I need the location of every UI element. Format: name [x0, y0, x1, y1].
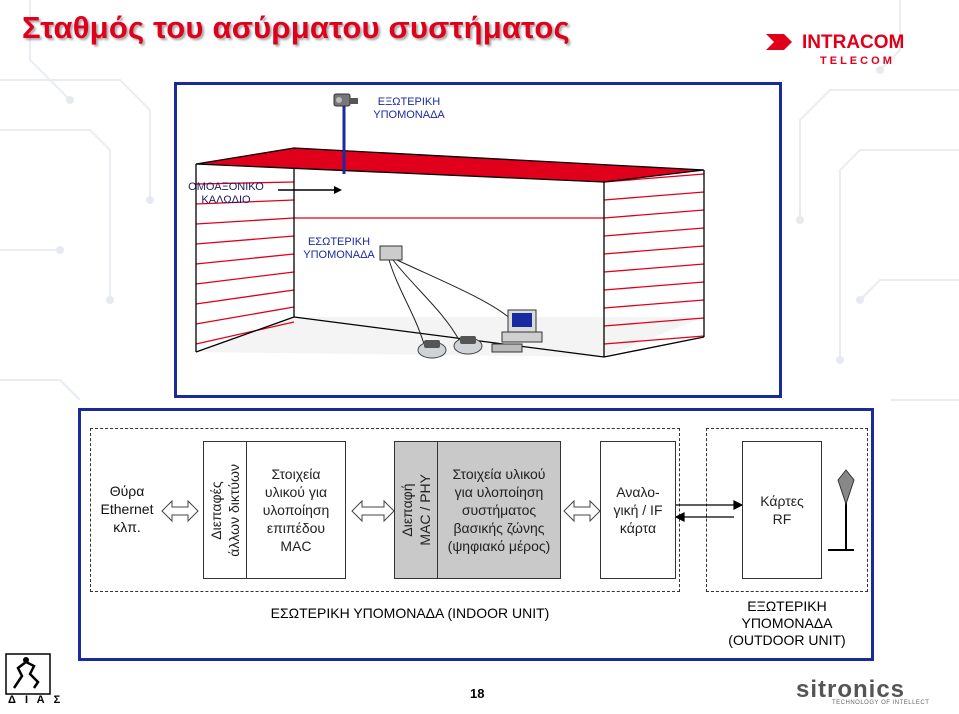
rf-cards-line: RF [772, 511, 792, 527]
mac-hardware-line: Στοιχεία [271, 466, 321, 482]
intracom-logo-mark: INTRACOM T E L E C O M [766, 32, 904, 67]
dias-logo-text: Δ Ι Α Σ [8, 694, 64, 706]
double-arrow-icon [563, 499, 601, 523]
indoor-unit-label-line: ΕΣΩΤΕΡΙΚΗ [307, 236, 371, 248]
room-outline [195, 148, 705, 358]
outdoor-unit-caption-line: (OUTDOOR UNIT) [728, 632, 846, 648]
ethernet-port-label: Θύρα Ethernet κλπ. [96, 482, 158, 536]
slide-title: Σταθμός του ασύρματου συστήματος [22, 10, 570, 45]
coax-arrow-icon [278, 186, 342, 194]
mac-hardware-line: MAC [280, 538, 312, 554]
intracom-logo: INTRACOM T E L E C O M [762, 26, 937, 75]
right-wall-lines [603, 173, 705, 345]
if-to-rf-arrows [674, 500, 744, 522]
baseband-hardware-block: Στοιχεία υλικού για υλοποίηση συστήματος… [437, 441, 561, 579]
analog-if-line: γική / IF [613, 502, 663, 518]
indoor-unit-caption: ΕΣΩΤΕΡΙΚΗ ΥΠΟΜΟΝΑΔΑ (INDOOR UNIT) [270, 605, 550, 621]
dias-figure-icon [5, 653, 51, 695]
baseband-hardware-line: βασικής ζώνης [453, 520, 545, 536]
outdoor-unit-label: ΕΞΩΤΕΡΙΚΗ ΥΠΟΜΟΝΑΔΑ [362, 96, 456, 122]
network-interfaces-line: Διεπαφές [208, 480, 224, 540]
rf-cards-line: Κάρτες [760, 493, 804, 509]
telephone-icon [417, 340, 447, 359]
double-arrow-icon [161, 499, 199, 523]
page-number: 18 [470, 686, 485, 701]
mac-phy-line: Διεπαφή [399, 483, 415, 537]
mac-hardware-line: υλοποίηση [262, 502, 330, 518]
mac-hardware-line: υλικού για [264, 484, 328, 500]
intracom-sub-text: T E L E C O M [820, 55, 892, 67]
cables [388, 259, 515, 345]
rf-cards-text: Κάρτες RF [760, 492, 804, 528]
baseband-hardware-text: Στοιχεία υλικού για υλοποίηση συστήματος… [448, 465, 551, 555]
ethernet-port-label-line: Θύρα [109, 483, 145, 499]
double-arrow-icon [351, 499, 395, 523]
outdoor-unit-label-line: ΥΠΟΜΟΝΑΔΑ [373, 109, 445, 121]
mac-hardware-text: Στοιχεία υλικού για υλοποίηση επιπέδου M… [263, 465, 330, 555]
mac-phy-text: Διεπαφή MAC / PHY [398, 474, 434, 546]
ethernet-port-label-line: Ethernet [100, 501, 154, 517]
computer-icon [491, 309, 543, 353]
rf-antenna-icon [828, 469, 855, 551]
intracom-brand-text: INTRACOM [802, 32, 904, 53]
analog-if-line: Αναλο- [616, 484, 660, 500]
coax-cable-label-line: ΟΜΟΑΞΟΝΙΚΟ [188, 181, 264, 193]
analog-if-text: Αναλο- γική / IF κάρτα [613, 483, 662, 537]
analog-if-line: κάρτα [619, 520, 657, 536]
outdoor-unit-caption-line: ΥΠΟΜΟΝΑΔΑ [741, 615, 833, 631]
baseband-hardware-line: συστήματος [461, 502, 537, 518]
sitronics-tagline: TECHNOLOGY OF INTELLECT [832, 700, 930, 706]
indoor-unit-icon [379, 245, 403, 261]
mac-hardware-block: Στοιχεία υλικού για υλοποίηση επιπέδου M… [246, 441, 346, 579]
left-wall-lines [195, 163, 295, 345]
dias-logo [4, 652, 52, 701]
building-scene [195, 93, 705, 359]
rf-cards-block: Κάρτες RF [742, 441, 822, 579]
indoor-unit-boundary [90, 428, 680, 592]
ethernet-port-label-line: κλπ. [113, 519, 141, 535]
network-interfaces-text: Διεπαφές άλλων δικτύων [207, 464, 243, 557]
baseband-hardware-line: (ψηφιακό μέρος) [447, 538, 551, 554]
outdoor-unit-caption: ΕΞΩΤΕΡΙΚΗ ΥΠΟΜΟΝΑΔΑ (OUTDOOR UNIT) [712, 598, 862, 649]
telephone-icon [453, 336, 483, 355]
mac-phy-line: MAC / PHY [417, 474, 433, 546]
indoor-unit-label-line: ΥΠΟΜΟΝΑΔΑ [303, 249, 375, 261]
analog-if-card-block: Αναλο- γική / IF κάρτα [600, 441, 676, 579]
indoor-unit-label: ΕΣΩΤΕΡΙΚΗ ΥΠΟΜΟΝΑΔΑ [292, 236, 386, 262]
outdoor-unit-boundary [706, 428, 868, 592]
coax-cable-label: ΟΜΟΑΞΟΝΙΚΟ ΚΑΛΩΔΙΟ [176, 181, 276, 207]
mac-hardware-line: επιπέδου [266, 520, 326, 536]
network-interfaces-line: άλλων δικτύων [226, 463, 242, 557]
block-connectors [161, 469, 855, 551]
network-interfaces-block: Διεπαφές άλλων δικτύων [203, 441, 247, 579]
outdoor-unit-caption-line: ΕΞΩΤΕΡΙΚΗ [747, 598, 827, 614]
baseband-hardware-line: για υλοποίηση [454, 484, 544, 500]
sitronics-logo: sitronics [796, 676, 906, 703]
outdoor-unit-label-line: ΕΞΩΤΕΡΙΚΗ [377, 96, 441, 108]
mac-phy-interface-block: Διεπαφή MAC / PHY [394, 441, 438, 579]
roof [195, 147, 705, 183]
baseband-hardware-line: Στοιχεία υλικού [452, 466, 546, 482]
coax-cable-label-line: ΚΑΛΩΔΙΟ [201, 194, 251, 206]
outdoor-unit-antenna-icon [333, 93, 358, 174]
